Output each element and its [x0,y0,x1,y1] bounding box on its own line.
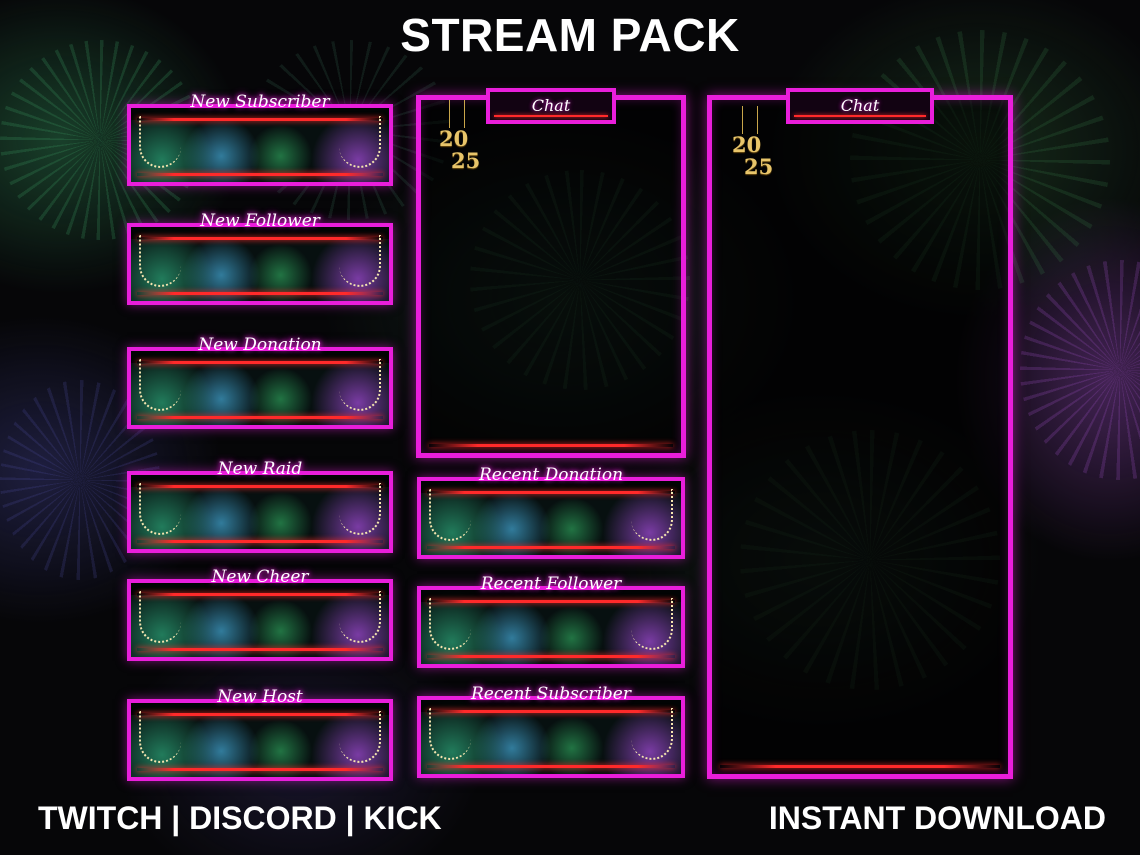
string-lights-decoration [631,489,673,541]
string-lights-decoration [139,235,181,287]
chat-bottom-line [720,765,1000,768]
string-lights-decoration [631,598,673,650]
alert-bottom-line [137,768,383,771]
alert-new-raid: New Raid [127,459,393,553]
year-ornament: 20 25 [439,100,481,173]
string-lights-decoration [139,483,181,535]
chat-panel-large: Chat 20 25 [707,88,1013,779]
chat-panel-small: Chat 20 25 [416,88,686,458]
instant-download-text: INSTANT DOWNLOAD [768,800,1106,836]
alert-top-line [427,710,675,713]
alert-bottom-line [137,648,383,651]
alert-top-line [137,361,383,364]
chat-tab: Chat [486,88,616,124]
alert-new-cheer: New Cheer [127,567,393,661]
recent-label: Recent Subscriber [471,684,631,704]
recent-follower-panel: Recent Follower [417,574,685,668]
chat-tab-label: Chat [840,96,880,115]
year-ornament: 20 25 [732,106,774,179]
alert-label: New Raid [217,459,303,479]
alert-bottom-line [137,416,383,419]
alert-label: New Cheer [211,567,309,587]
string-lights-decoration [139,711,181,763]
chat-tab-label: Chat [531,96,571,115]
string-lights-decoration [339,711,381,763]
string-lights-decoration [631,708,673,760]
alert-bottom-line [427,765,675,768]
alert-bottom-line [137,292,383,295]
alert-new-donation: New Donation [127,335,393,429]
string-lights-decoration [429,489,471,541]
alert-label: New Donation [198,335,322,355]
alert-bottom-line [427,546,675,549]
string-lights-decoration [429,598,471,650]
alert-bottom-line [427,655,675,658]
chat-tab: Chat [786,88,934,124]
alert-top-line [137,593,383,596]
chat-tab-line [794,115,926,117]
alert-new-subscriber: New Subscriber [127,92,393,186]
recent-label: Recent Follower [480,574,622,594]
chat-bottom-line [429,444,673,447]
string-lights-decoration [139,116,181,168]
alert-top-line [137,713,383,716]
alert-new-host: New Host [127,687,393,781]
alert-top-line [427,600,675,603]
firework-decoration [1020,260,1140,480]
chat-tab-line [494,115,608,117]
string-lights-decoration [339,116,381,168]
string-lights-decoration [139,591,181,643]
alert-top-line [427,491,675,494]
alert-new-follower: New Follower [127,211,393,305]
year-bottom-digits: 25 [744,154,774,179]
string-lights-decoration [339,235,381,287]
alert-label: New Host [217,687,303,707]
alert-bottom-line [137,540,383,543]
recent-donation-panel: Recent Donation [417,465,685,559]
alert-top-line [137,237,383,240]
recent-subscriber-panel: Recent Subscriber [417,684,685,778]
year-bottom-digits: 25 [451,148,481,173]
string-lights-decoration [339,483,381,535]
string-lights-decoration [139,359,181,411]
recent-label: Recent Donation [478,465,624,485]
string-lights-decoration [429,708,471,760]
string-lights-decoration [339,591,381,643]
platforms-text: TWITCH | DISCORD | KICK [38,800,442,836]
alert-label: New Follower [200,211,320,231]
alert-top-line [137,485,383,488]
alert-bottom-line [137,173,383,176]
alert-top-line [137,118,383,121]
page-title: STREAM PACK [400,9,740,61]
year-top-digits: 20 [732,132,762,157]
alert-label: New Subscriber [190,92,330,112]
year-top-digits: 20 [439,126,469,151]
string-lights-decoration [339,359,381,411]
